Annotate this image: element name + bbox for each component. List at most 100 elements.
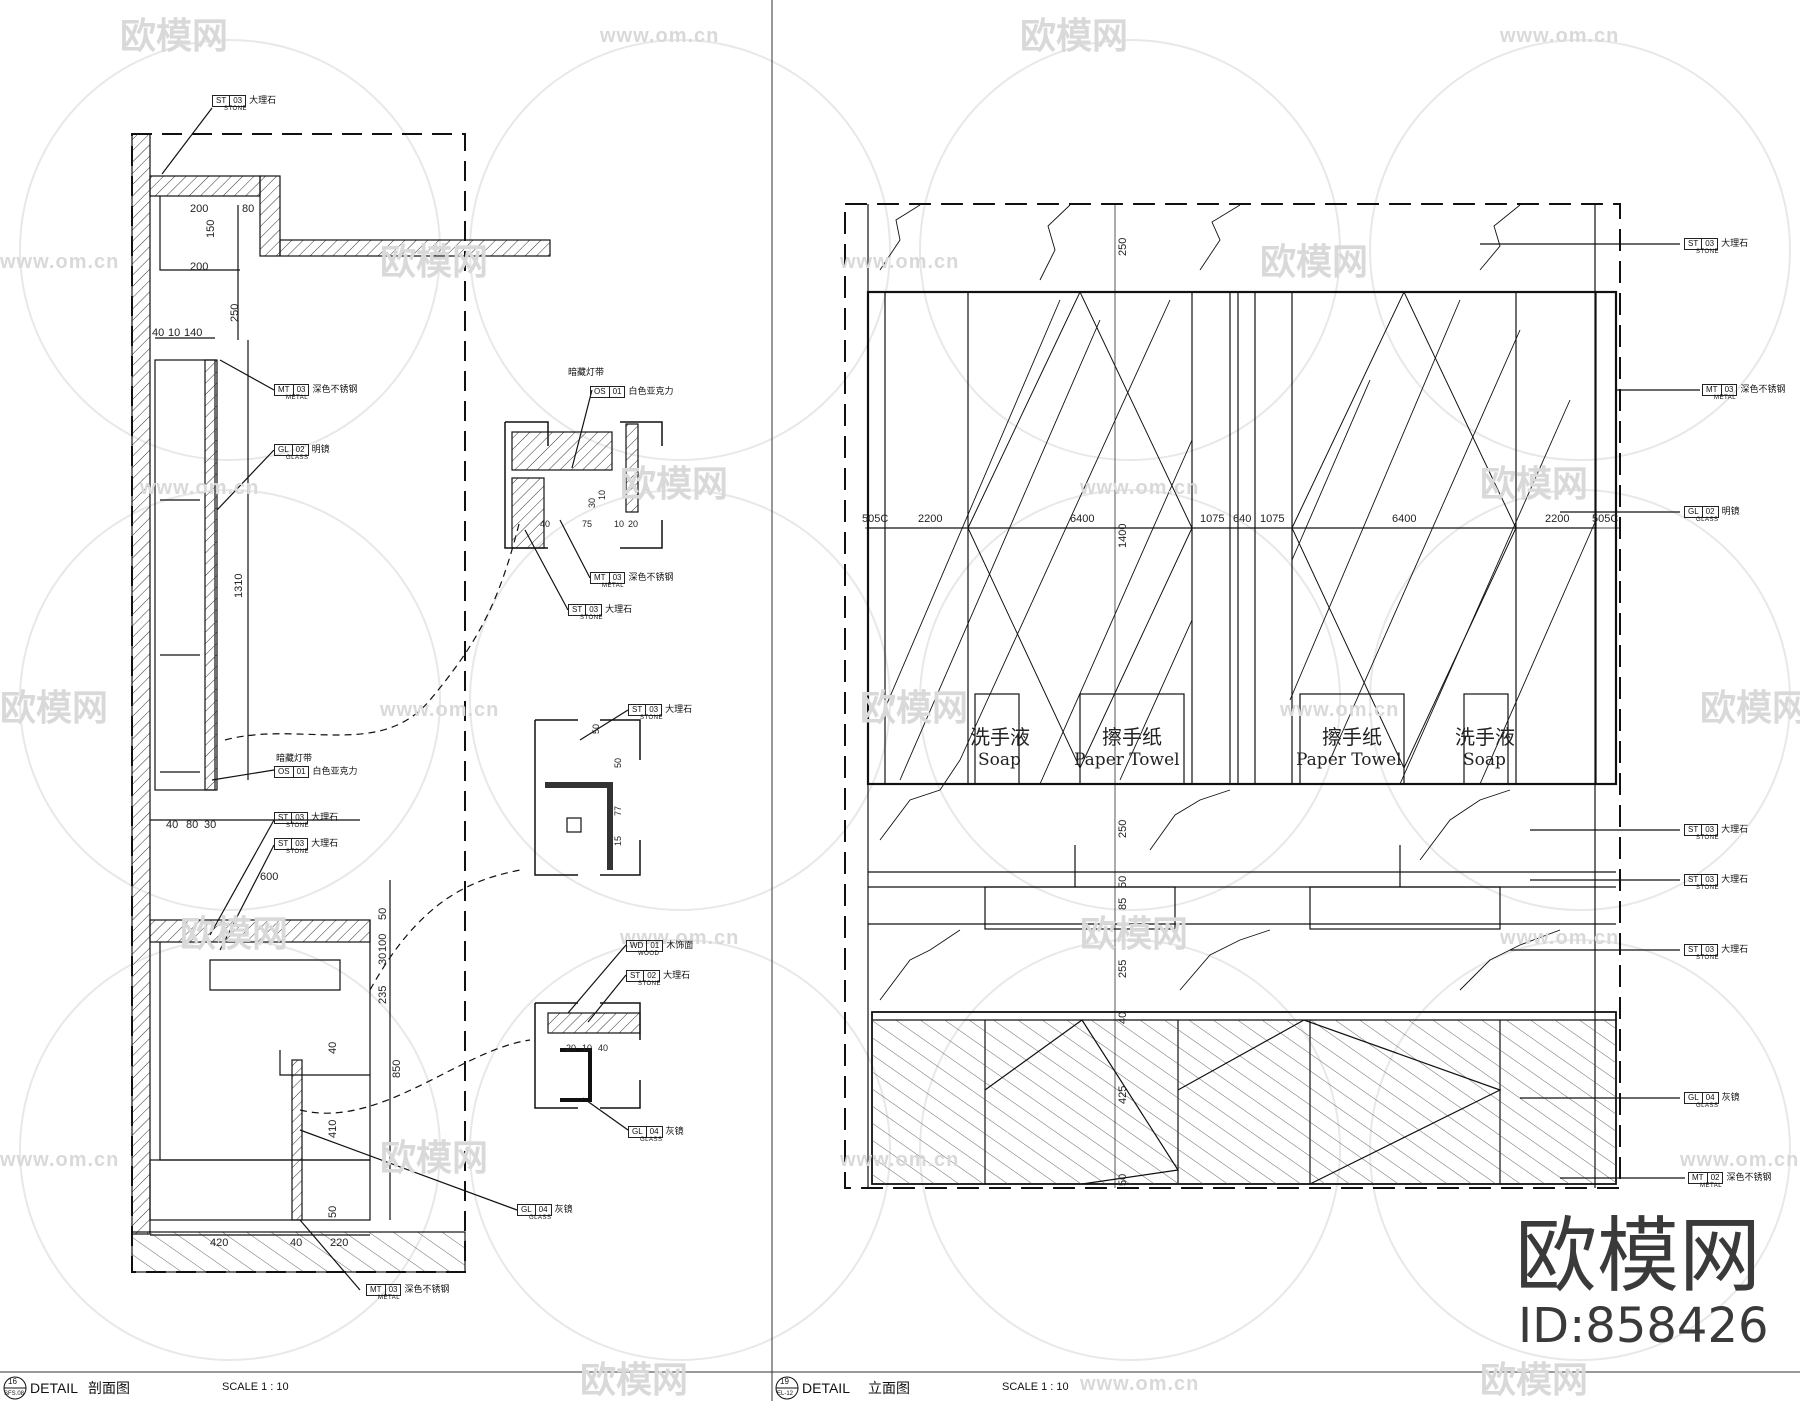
left-footer-title: 剖面图 [88,1380,130,1396]
watermark-url: www.om.cn [1500,25,1620,47]
dimension-label: 250 [1117,237,1129,256]
watermark-url: www.om.cn [1680,1149,1800,1171]
dimension-label: 10 [614,519,625,529]
dimension-label: 85 [1117,897,1129,910]
dimension-label: 600 [260,871,279,883]
dimension-label: 40 [598,1043,609,1053]
dimension-label: 30 [587,497,597,508]
dimension-label: 50 [613,757,623,768]
dimension-label: 2200 [1545,513,1570,525]
label-paper-towel-en: Paper Towel [1296,750,1402,770]
watermark-url: www.om.cn [600,25,720,47]
dimension-label: 50 [377,907,389,920]
watermark-logo: 欧模网 [580,1359,689,1400]
dimension-label: 80 [186,819,199,831]
label-paper-towel-en: Paper Towel [1074,750,1180,770]
dimension-label: 100 [377,933,389,952]
dimension-label: 50 [1117,1173,1129,1186]
dimension-label: 6400 [1070,513,1095,525]
left-section-drawing [131,107,663,1291]
dimension-label: 410 [327,1119,339,1138]
dimension-label: 10 [168,327,181,339]
dimension-label: 20 [628,519,639,529]
dimension-label: 200 [190,261,209,273]
dimension-label: 1310 [233,573,245,598]
watermark-url: www.om.cn [840,251,960,273]
watermark-logo: 欧模网 [180,913,289,954]
watermark-url: www.om.cn [140,477,260,499]
dimension-label: 2200 [918,513,943,525]
dimension-label: 75 [582,519,593,529]
dimension-label: 1400 [1117,523,1129,548]
watermark-url: www.om.cn [620,927,740,949]
left-footer-num: 16 [8,1377,17,1386]
dimension-label: 850 [391,1059,403,1078]
dimension-label: 505C [862,513,889,525]
dimension-label: 30 [377,952,389,965]
left-footer-ref: SFS.08 [4,1391,25,1397]
brand-logo-text: 欧模网 [1515,1209,1762,1304]
dimension-label: 40 [327,1041,339,1054]
dimension-label: 40 [540,519,551,529]
watermark-logo: 欧模网 [1020,15,1129,56]
dimension-label: 150 [205,219,217,238]
watermark-logo: 欧模网 [1080,913,1189,954]
dimension-label: 15 [613,835,623,846]
dimension-label: 140 [184,327,203,339]
right-footer-num: 19 [780,1377,789,1386]
label-paper-towel-cn: 擦手纸 [1322,725,1382,749]
dimension-label: 1075 [1200,513,1225,525]
dimension-label: 40 [152,327,165,339]
watermark-logo: 欧模网 [620,463,729,504]
label-soap-cn: 洗手液 [1455,725,1515,749]
watermark-url: www.om.cn [1080,477,1200,499]
watermark-logo: 欧模网 [0,687,109,728]
dimension-label: 235 [377,985,389,1004]
right-elevation-drawing [844,203,1700,1189]
dimension-label: 40 [166,819,179,831]
dimension-label: 425 [1117,1085,1129,1104]
note-led-strip: 暗藏灯带 [276,753,313,763]
watermark-logo: 欧模网 [380,241,489,282]
dimension-label: 50 [327,1205,339,1218]
dimension-label: 20 [566,1043,577,1053]
watermark-logo: 欧模网 [860,687,969,728]
watermark-logo: 欧模网 [380,1137,489,1178]
dimension-label: 50 [591,723,601,734]
dimension-label: 40 [1117,1011,1129,1024]
right-footer-ref: EL-12 [777,1391,794,1397]
right-footer-title: 立面图 [868,1380,910,1396]
label-paper-towel-cn: 擦手纸 [1102,725,1162,749]
watermark-logo: 欧模网 [1480,463,1589,504]
dimension-label: 200 [190,203,209,215]
right-footer-detail: DETAIL [802,1380,850,1396]
brand-id: ID:858426 [1518,1298,1769,1354]
dimension-label: 505C [1592,513,1619,525]
dimension-label: 420 [210,1237,229,1249]
left-footer-detail: DETAIL [30,1380,78,1396]
watermark-logo: 欧模网 [120,15,229,56]
watermark-logo: 欧模网 [1260,241,1369,282]
dimension-label: 30 [204,819,217,831]
watermark-url: www.om.cn [1080,1373,1200,1395]
watermark-url: www.om.cn [1280,699,1400,721]
watermark-url: www.om.cn [0,251,120,273]
dimension-label: 10 [582,1043,593,1053]
